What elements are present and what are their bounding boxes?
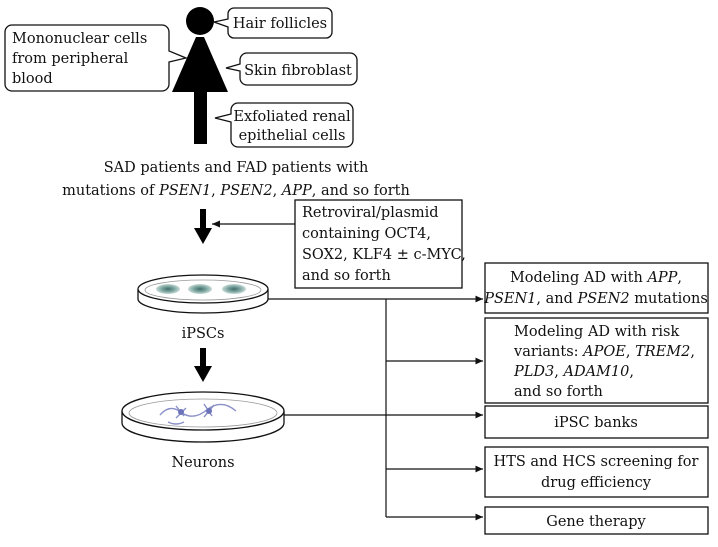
- skin-fibroblast-label: Skin fibroblast: [244, 63, 352, 79]
- reprogramming-line-4: and so forth: [302, 268, 391, 284]
- callout-skin-fibroblast: Skin fibroblast: [225, 52, 358, 86]
- box-modeling-mutations: Modeling AD with APP, PSEN1, and PSEN2 m…: [483, 262, 709, 314]
- patients-line-1: SAD patients and FAD patients with: [104, 160, 369, 176]
- modeling-risk-line-3: PLD3, ADAM10,: [513, 364, 634, 380]
- reprogramming-line-1: Retroviral/plasmid: [302, 205, 439, 221]
- screening-line-2: drug efficiency: [541, 475, 652, 491]
- box-gene-therapy: Gene therapy: [484, 506, 709, 535]
- screening-line-1: HTS and HCS screening for: [494, 454, 699, 470]
- callout-hair-follicles: Hair follicles: [211, 7, 333, 39]
- modeling-risk-line-1: Modeling AD with risk: [514, 324, 679, 340]
- figure-legs: [194, 92, 207, 144]
- reprogramming-factors-box: Retroviral/plasmid containing OCT4, SOX2…: [294, 199, 466, 289]
- mononuclear-line-1: Mononuclear cells: [12, 31, 147, 47]
- colony-2: [188, 284, 212, 294]
- down-arrow-to-ipscs: [194, 209, 212, 244]
- reprogramming-line-2: containing OCT4,: [302, 226, 431, 242]
- down-arrow-to-neurons: [194, 348, 212, 382]
- colony-3: [222, 284, 246, 294]
- mononuclear-line-2: from peripheral: [12, 51, 129, 67]
- modeling-mutations-line-1: Modeling AD with APP,: [510, 270, 682, 286]
- colony-1: [156, 284, 180, 294]
- hair-follicles-label: Hair follicles: [233, 16, 327, 32]
- renal-line-1: Exfoliated renal: [233, 109, 351, 125]
- box-ipsc-banks: iPSC banks: [484, 405, 709, 439]
- box-screening: HTS and HCS screening for drug efficienc…: [484, 446, 709, 498]
- renal-line-2: epithelial cells: [239, 128, 346, 144]
- figure-body: [172, 37, 228, 92]
- box-modeling-risk-variants: Modeling AD with risk variants: APOE, TR…: [484, 317, 709, 404]
- patients-caption: SAD patients and FAD patients with mutat…: [62, 160, 410, 199]
- gene-therapy-label: Gene therapy: [546, 514, 646, 530]
- patients-line-2: mutations of PSEN1, PSEN2, APP, and so f…: [62, 183, 410, 199]
- modeling-risk-line-2: variants: APOE, TREM2,: [513, 344, 695, 360]
- modeling-risk-line-4: and so forth: [514, 384, 603, 400]
- modeling-mutations-line-2: PSEN1, and PSEN2 mutations: [483, 291, 708, 307]
- ipsc-culture-dish-icon: [137, 274, 269, 314]
- callout-renal-epithelial: Exfoliated renal epithelial cells: [214, 102, 354, 148]
- reprogramming-line-3: SOX2, KLF4 ± c-MYC,: [302, 247, 466, 263]
- patient-figure-icon: [172, 7, 228, 144]
- ipsc-banks-label: iPSC banks: [554, 415, 638, 431]
- ipscs-label: iPSCs: [182, 326, 225, 342]
- mononuclear-line-3: blood: [12, 71, 53, 87]
- neuron-culture-dish-icon: [121, 391, 285, 443]
- neurons-label: Neurons: [171, 455, 234, 471]
- callout-mononuclear-cells: Mononuclear cells from peripheral blood: [4, 24, 189, 92]
